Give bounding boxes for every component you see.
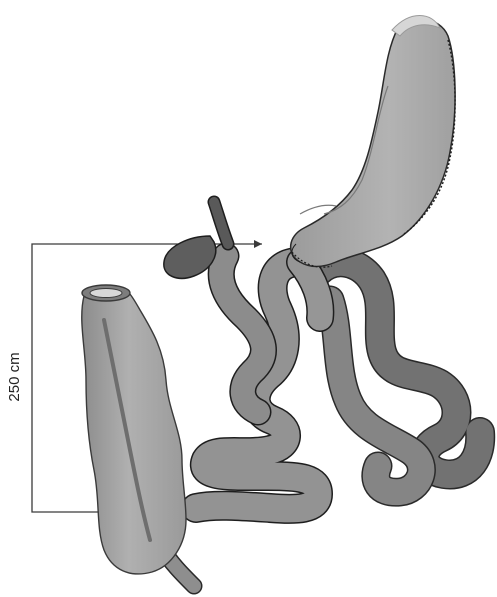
measurement-arrowhead bbox=[254, 240, 262, 248]
intestinal-loops-left bbox=[196, 256, 320, 509]
stomach-sleeve bbox=[291, 16, 455, 268]
intestinal-loops-right bbox=[318, 262, 480, 492]
colon bbox=[82, 285, 194, 586]
measurement-label: 250 cm bbox=[6, 352, 23, 401]
